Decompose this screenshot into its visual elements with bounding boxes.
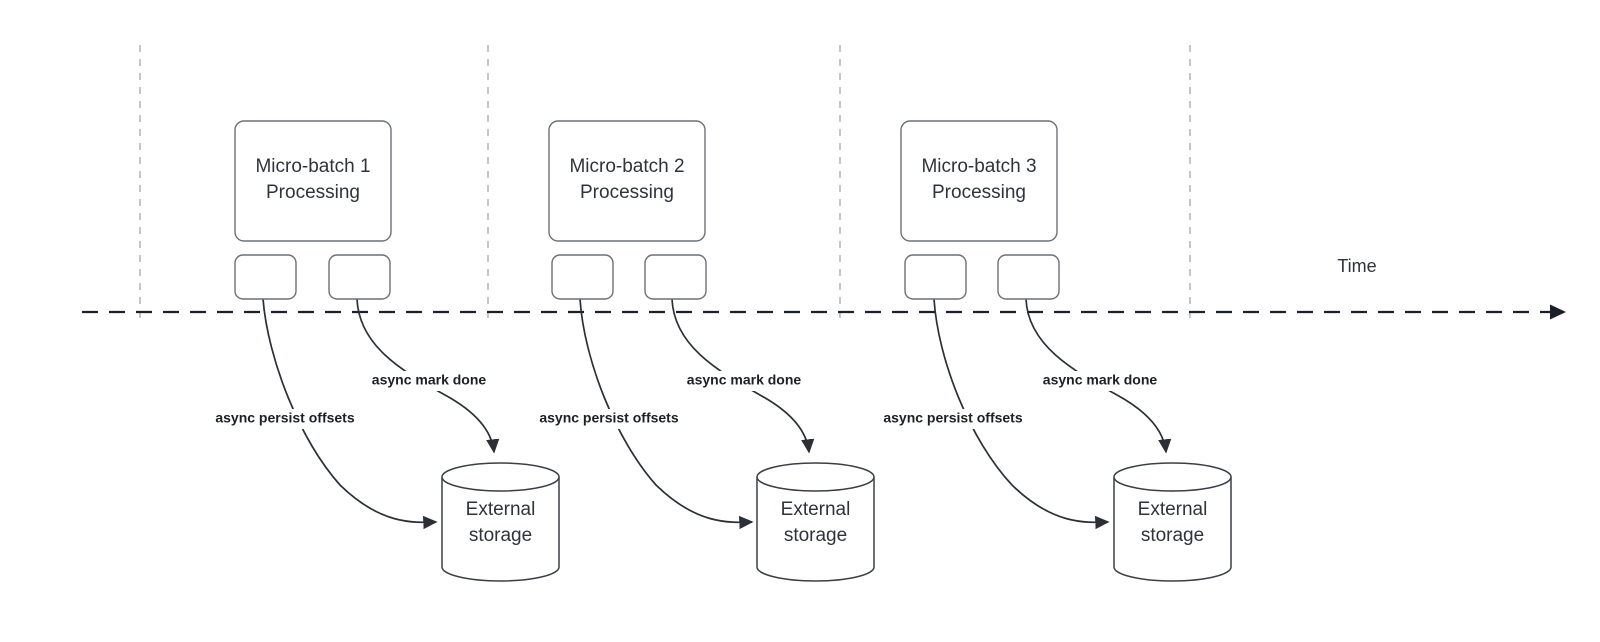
- edge-label-halo-persist-offsets-2: [526, 409, 692, 429]
- storage-label-line1: External: [466, 499, 536, 520]
- edge-label-halo-persist-offsets-3: [870, 409, 1036, 429]
- storage-label-line1: External: [1138, 499, 1208, 520]
- edge-mark-done-1: [356, 298, 500, 454]
- storage-cylinder-body-micro-batch-1[interactable]: [441, 477, 560, 582]
- process-box-micro-batch-3[interactable]: [900, 120, 1058, 242]
- storage-label-line2: storage: [1141, 525, 1204, 546]
- process-label-line1: Micro-batch 1: [255, 156, 370, 177]
- storage-cylinder-body-micro-batch-3[interactable]: [1113, 477, 1232, 582]
- task-box-task-3b[interactable]: [997, 254, 1060, 300]
- edge-label-halo-mark-done-1: [369, 371, 489, 391]
- process-label-line1: Micro-batch 3: [921, 156, 1036, 177]
- timeline-layer: Time: [82, 256, 1566, 320]
- process-label-line2: Processing: [580, 182, 674, 203]
- storage-cylinder-top-micro-batch-3: [1113, 462, 1232, 492]
- timeline-dividers-layer: [139, 45, 1191, 318]
- process-label-line2: Processing: [266, 182, 360, 203]
- edge-label-halo-mark-done-3: [1040, 371, 1160, 391]
- edge-label-halo-mark-done-2: [684, 371, 804, 391]
- storage-label-line1: External: [781, 499, 851, 520]
- edge-label-persist-offsets-1: async persist offsets: [215, 410, 354, 426]
- edge-label-persist-offsets-2: async persist offsets: [539, 410, 678, 426]
- edge-persist-offsets-2: [579, 298, 754, 530]
- storage-cylinder-top-micro-batch-1: [441, 462, 560, 492]
- edge-mark-done-3: [1025, 298, 1172, 454]
- task-box-task-3a[interactable]: [904, 254, 967, 300]
- task-box-task-2b[interactable]: [644, 254, 707, 300]
- timeline-arrow-icon: [1550, 304, 1566, 320]
- process-box-micro-batch-2[interactable]: [548, 120, 706, 242]
- edge-label-mark-done-2: async mark done: [687, 372, 802, 388]
- edge-label-mark-done-3: async mark done: [1043, 372, 1158, 388]
- edge-label-mark-done-1: async mark done: [372, 372, 487, 388]
- process-label-line2: Processing: [932, 182, 1026, 203]
- edge-mark-done-2: [671, 298, 815, 454]
- edge-persist-offsets-3: [933, 298, 1110, 530]
- task-box-task-2a[interactable]: [551, 254, 614, 300]
- flow-edges-layer: [262, 298, 1172, 530]
- task-box-task-1b[interactable]: [328, 254, 391, 300]
- task-box-task-1a[interactable]: [234, 254, 297, 300]
- storage-label-line2: storage: [469, 525, 532, 546]
- edge-labels-layer: async persist offsets async mark done asyn…: [202, 371, 1160, 429]
- edge-label-persist-offsets-3: async persist offsets: [883, 410, 1022, 426]
- storage-cylinder-body-micro-batch-2[interactable]: [756, 477, 875, 582]
- storage-label-line2: storage: [784, 525, 847, 546]
- storage-cylinder-top-micro-batch-2: [756, 462, 875, 492]
- edge-label-halo-persist-offsets-1: [202, 409, 368, 429]
- time-axis-label: Time: [1337, 256, 1376, 276]
- process-label-line1: Micro-batch 2: [569, 156, 684, 177]
- process-box-micro-batch-1[interactable]: [234, 120, 392, 242]
- edge-persist-offsets-1: [262, 298, 438, 530]
